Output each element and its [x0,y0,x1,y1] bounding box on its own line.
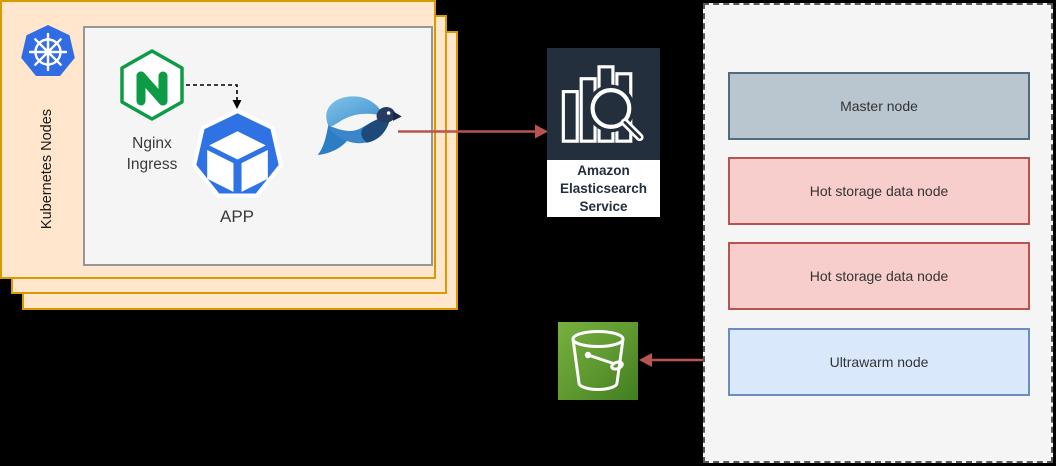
kubernetes-nodes-label: Kubernetes Nodes [39,108,55,230]
ultrawarm-node-label: Ultrawarm node [829,354,929,370]
nginx-label-line1: Nginx [132,135,172,152]
app-cube-icon [192,109,283,198]
master-node-box: Master node [728,72,1030,140]
app-label: APP [219,207,255,226]
nginx-label-line2: Ingress [126,156,178,173]
hot-storage-node-label-1: Hot storage data node [809,183,949,199]
master-node-label: Master node [840,98,918,114]
es-label-line1: Amazon [577,162,630,178]
hot-storage-node-box-2: Hot storage data node [728,242,1030,310]
arrow-fluentd-to-elasticsearch [398,124,548,139]
ultrawarm-node-box: Ultrawarm node [728,328,1030,396]
nginx-ingress-label: Nginx Ingress [112,133,192,175]
fluentd-bird-icon [317,96,402,155]
elasticsearch-cluster-panel: Master node Hot storage data node Hot st… [703,3,1053,463]
kubernetes-icon [21,25,75,76]
es-label-line3: Service [579,198,628,214]
hot-storage-node-label-2: Hot storage data node [809,268,949,284]
es-label-line2: Elasticsearch [559,180,648,196]
elasticsearch-service-icon [547,48,660,160]
hot-storage-node-box-1: Hot storage data node [728,157,1030,225]
s3-bucket-icon [558,322,638,400]
elasticsearch-service-label: Amazon Elasticsearch Service [547,160,660,217]
dashed-arrow-nginx-to-app [186,84,242,109]
nginx-icon [120,49,184,121]
